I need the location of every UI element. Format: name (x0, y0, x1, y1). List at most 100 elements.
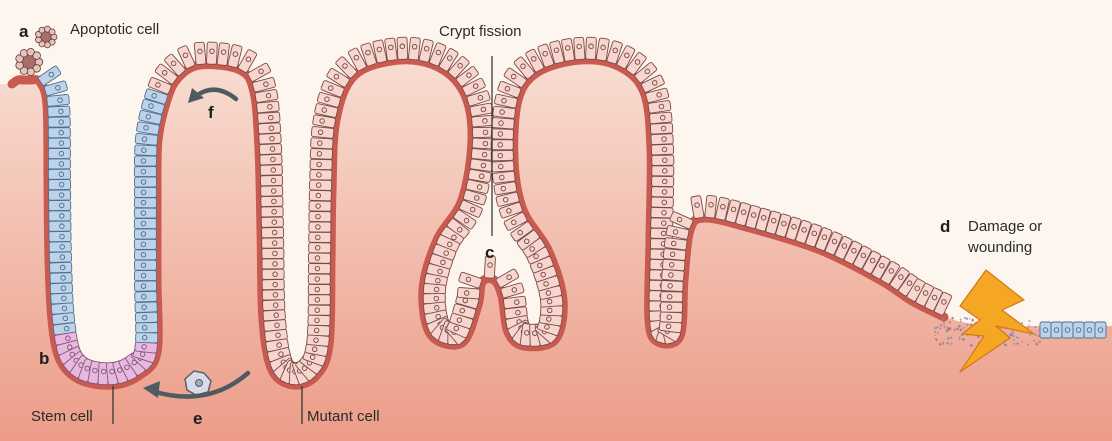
epithelial-cell (651, 144, 673, 155)
epithelial-cell (48, 138, 70, 148)
panel-letter-e: e (193, 410, 202, 427)
epithelial-cell (663, 249, 686, 261)
mutant-cell-label: Mutant cell (307, 409, 380, 424)
epithelial-cell (309, 243, 331, 253)
epithelial-cell (661, 280, 683, 291)
panel-letter-d: d (940, 218, 950, 235)
epithelial-cell (261, 227, 283, 237)
epithelial-cell (260, 154, 282, 165)
crypt-fission-label: Crypt fission (439, 24, 522, 39)
epithelial-cell (662, 259, 685, 271)
epithelial-cell (261, 217, 283, 227)
epithelial-cell (308, 305, 330, 315)
normal-cell (1084, 322, 1095, 338)
normal-cell (1073, 322, 1084, 338)
stem-cell-label: Stem cell (31, 409, 93, 424)
epithelial-cell (48, 117, 70, 127)
epithelial-cell (134, 198, 156, 208)
epithelial-cell (308, 315, 330, 326)
epithelial-cell (652, 155, 674, 165)
epithelial-cell (661, 292, 683, 302)
epithelial-cell (651, 207, 673, 218)
epithelial-cell (47, 94, 70, 106)
epithelial-cell (652, 176, 674, 186)
epithelial-cell (397, 37, 408, 59)
epithelial-cell (262, 269, 284, 279)
epithelial-cell (408, 37, 420, 60)
epithelial-cell (308, 264, 330, 274)
epithelial-cell (262, 290, 284, 301)
epithelial-cell (135, 312, 157, 323)
epithelial-cell (50, 273, 72, 284)
epithelial-cell (491, 140, 513, 150)
normal-cell (1051, 322, 1062, 338)
epithelial-cell (49, 231, 71, 241)
normal-cell (1040, 322, 1051, 338)
panel-letter-b: b (39, 350, 49, 367)
epithelial-cell (259, 144, 281, 155)
epithelial-cell (134, 177, 156, 187)
epithelial-cell (309, 232, 331, 242)
normal-epithelium-right (1040, 322, 1106, 338)
epithelial-cell (308, 284, 330, 294)
epithelial-cell (492, 171, 515, 183)
epithelial-cell (492, 118, 515, 130)
epithelial-cell (263, 300, 285, 311)
epithelial-cell (574, 37, 586, 60)
epithelial-cell (650, 123, 673, 134)
epithelial-cell (660, 312, 682, 323)
epithelial-cell (48, 149, 70, 159)
epithelial-cell (49, 179, 71, 189)
epithelial-cell (256, 101, 279, 113)
apoptotic-body (36, 26, 58, 48)
panel-letter-f: f (208, 104, 214, 121)
epithelial-cell (135, 187, 157, 197)
damage-label-line2: wounding (968, 240, 1032, 255)
epithelial-cell (263, 310, 286, 321)
epithelial-cell (134, 167, 156, 177)
epithelial-cell (51, 293, 73, 304)
epithelial-cell (471, 115, 494, 127)
epithelial-cell (49, 252, 71, 263)
epithelial-cell (660, 302, 682, 312)
epithelial-cell (49, 190, 71, 200)
epithelial-cell (308, 274, 330, 284)
epithelial-cell (491, 129, 513, 140)
normal-cell (1062, 322, 1073, 338)
epithelial-cell (50, 283, 72, 294)
epithelial-cell (651, 187, 673, 197)
epithelial-cell (48, 159, 70, 169)
epithelial-cell (261, 207, 283, 217)
epithelial-cell (309, 180, 331, 191)
epithelial-cell (194, 42, 206, 65)
epithelial-cell (491, 150, 513, 161)
epithelial-cell (586, 37, 597, 59)
epithelial-cell (135, 145, 157, 156)
epithelial-cell (134, 239, 156, 249)
epithelial-cell (261, 196, 283, 206)
epithelial-cell (49, 242, 71, 252)
epithelial-cell (259, 133, 281, 144)
epithelial-cell (49, 211, 71, 221)
epithelial-cell (48, 169, 70, 179)
epithelial-cell (651, 197, 673, 208)
epithelial-cell (134, 281, 156, 291)
epithelial-cell (309, 222, 331, 232)
epithelial-cell (135, 133, 158, 145)
epithelial-cell (136, 332, 158, 343)
damage-label-line1: Damage or (968, 219, 1042, 234)
epithelial-cell (135, 291, 157, 302)
epithelial-cell (471, 148, 494, 160)
panel-letter-c: c (485, 244, 494, 261)
epithelial-cell (134, 219, 156, 229)
epithelial-cell (134, 250, 156, 260)
epithelial-cell (134, 208, 156, 218)
epithelial-cell (134, 229, 156, 239)
epithelial-cell (309, 190, 331, 201)
epithelial-cell (260, 165, 282, 176)
epithelial-cell (134, 156, 156, 166)
epithelial-cell (261, 186, 283, 196)
epithelial-cell (50, 262, 72, 273)
epithelial-cell (49, 200, 71, 210)
